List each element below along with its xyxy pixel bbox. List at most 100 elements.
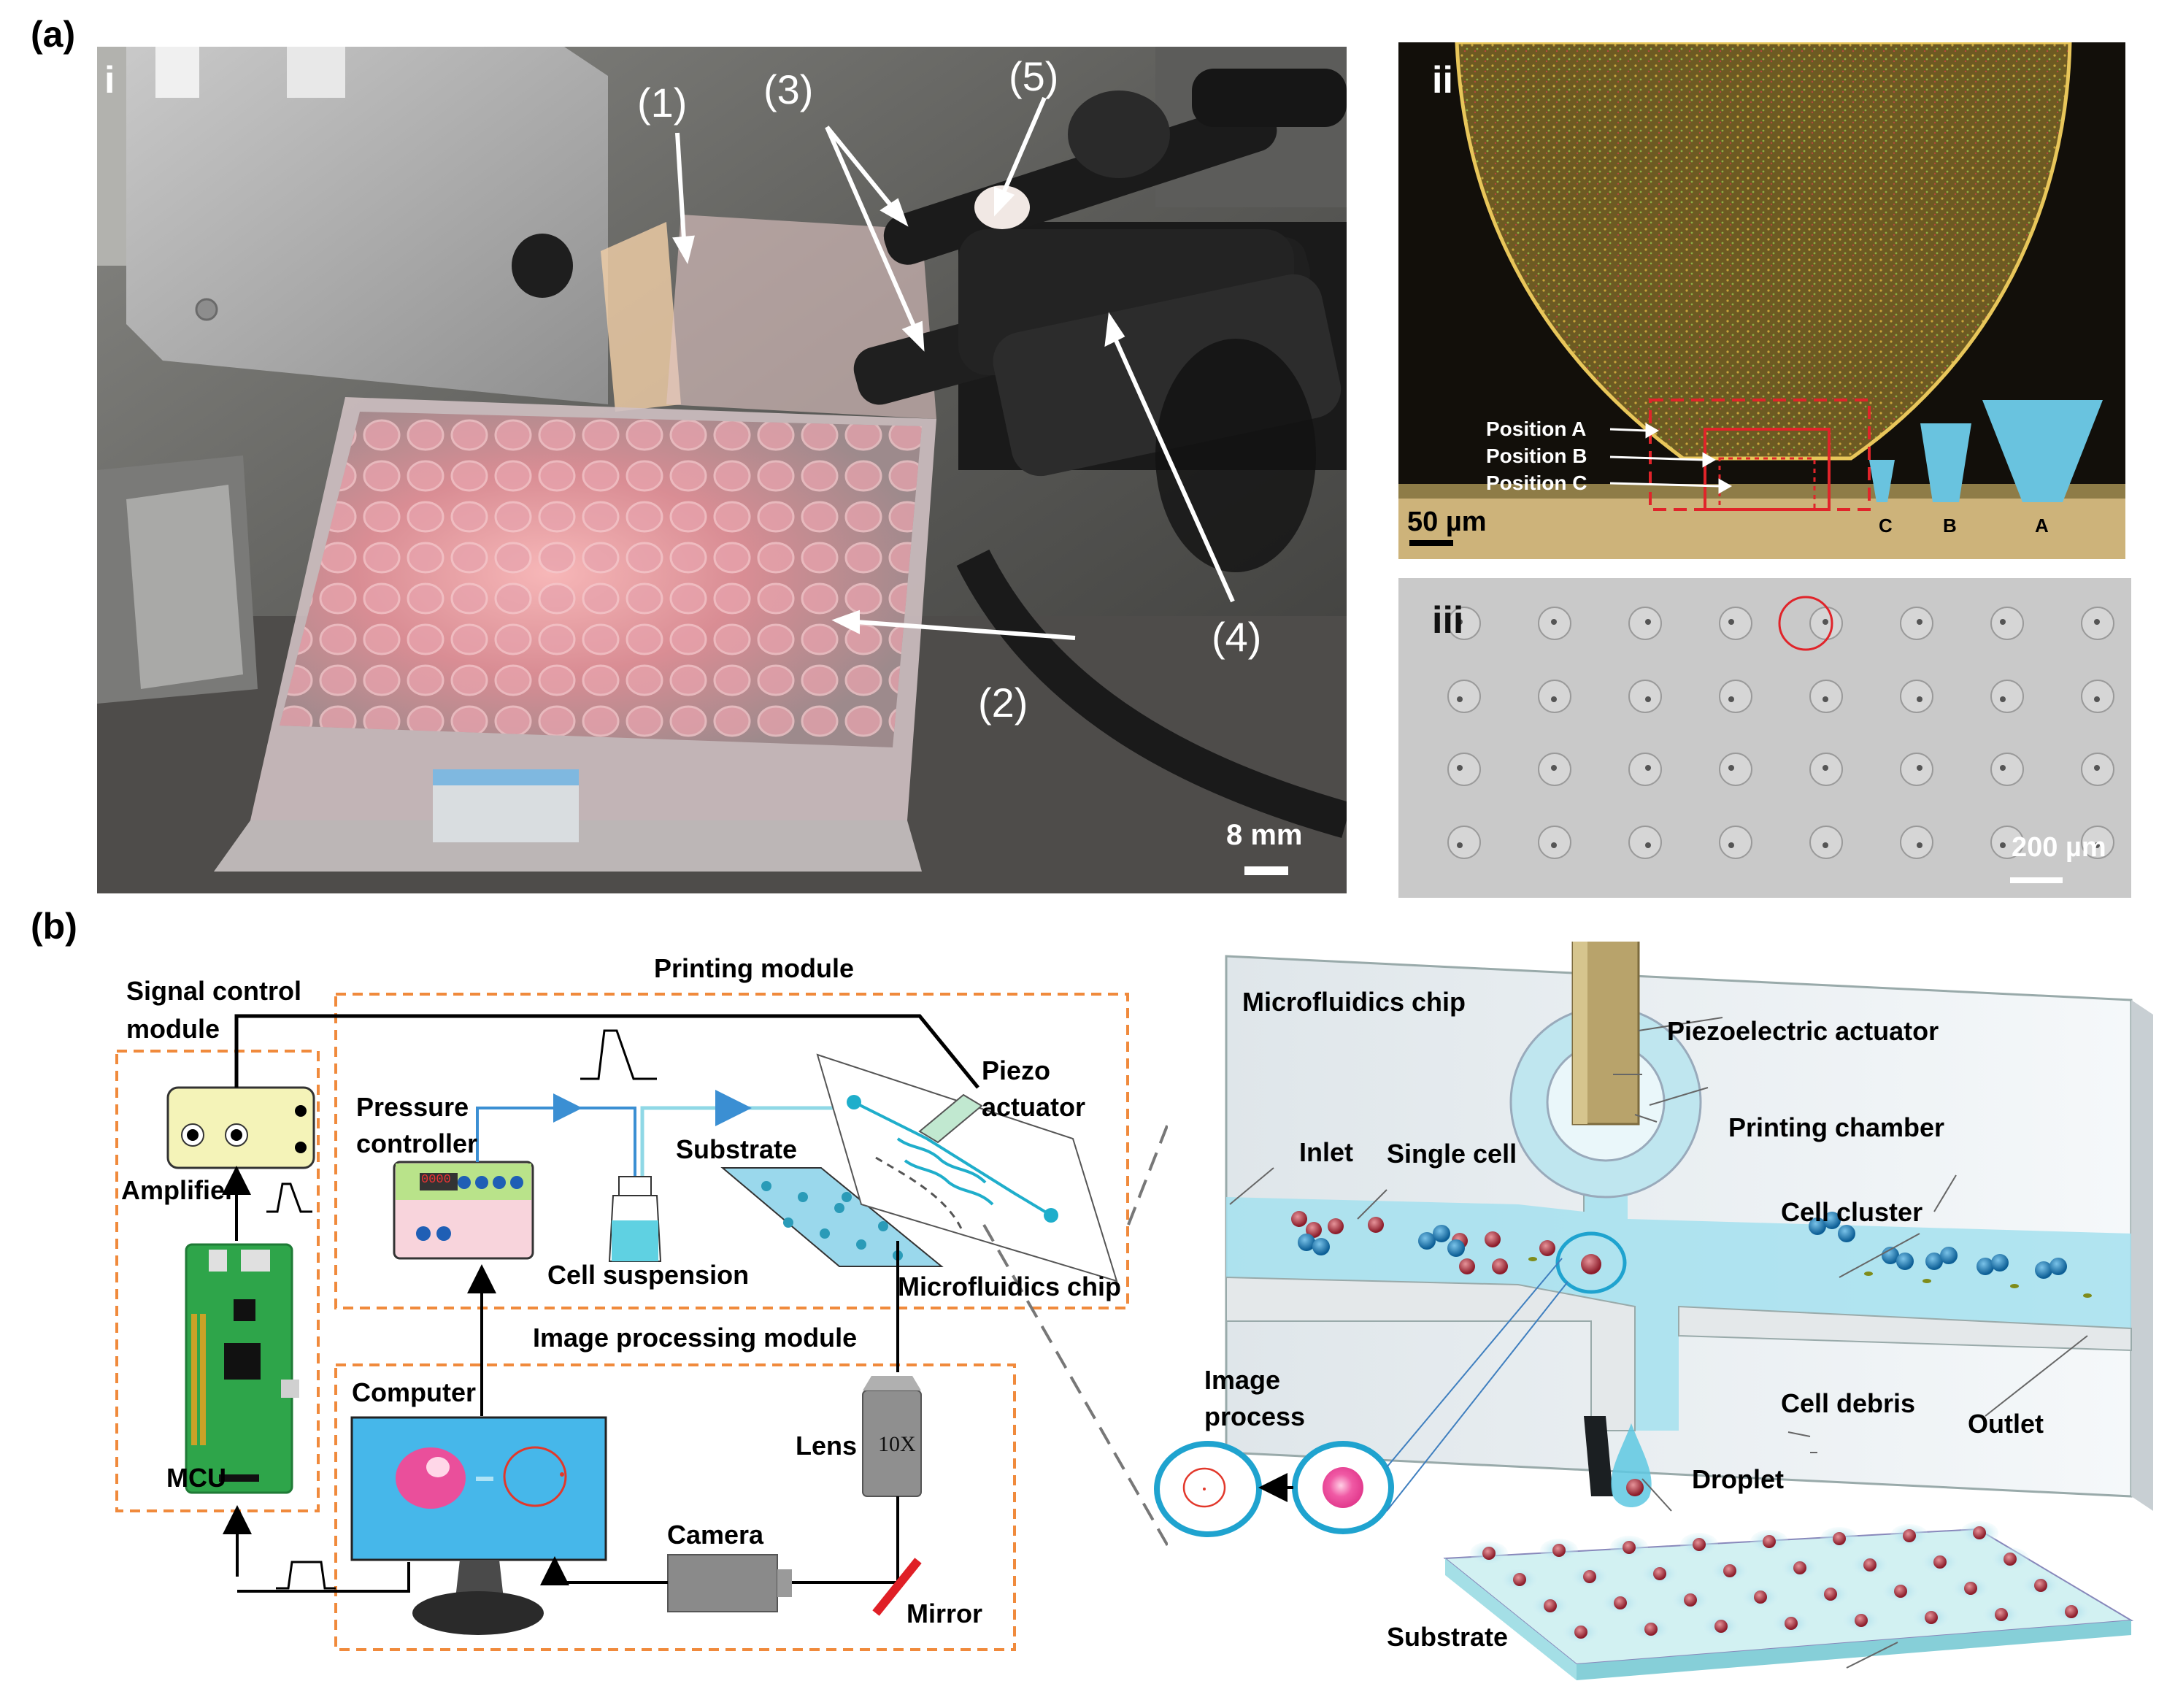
photo-ii (1398, 42, 2125, 559)
printed-cell (1714, 1620, 1728, 1633)
display-code: 0000 (421, 1173, 451, 1187)
cell-debris (2083, 1293, 2092, 1298)
computer-monitor (350, 1416, 607, 1561)
inlet-label: Inlet (1299, 1137, 1354, 1167)
cell-debris (1864, 1272, 1873, 1276)
microwell (1900, 607, 1933, 640)
printed-cell (1824, 1588, 1837, 1601)
printed-cell (1754, 1590, 1767, 1604)
position-b-label: Position B (1486, 445, 1587, 467)
substrate-droplet (842, 1192, 852, 1202)
image-processing-module-label: Image processing module (533, 1323, 858, 1353)
cell-cluster-member (1312, 1238, 1330, 1255)
photo-i (97, 47, 1347, 893)
red-cell (1328, 1218, 1344, 1234)
microwell (1990, 680, 2024, 713)
cell-cluster-member (1977, 1258, 1994, 1275)
callout-3: (3) (763, 66, 814, 112)
microwell (1538, 680, 1571, 713)
substrate-droplet (820, 1228, 830, 1239)
shape-c-label: C (1879, 515, 1893, 536)
image-processing-box (334, 1363, 1016, 1651)
single-cell-dot (1457, 619, 1463, 625)
red-cell (1492, 1258, 1508, 1274)
microwell (1809, 680, 1843, 713)
printed-cell (1855, 1614, 1868, 1627)
microwell (1628, 607, 1662, 640)
red-cell (1539, 1240, 1555, 1256)
red-cell (1485, 1231, 1501, 1247)
panel-a-label: (a) (31, 14, 76, 55)
photo-i-label: i (104, 59, 115, 101)
photo-ii-label: ii (1432, 59, 1453, 101)
single-cell-dot (1822, 619, 1828, 625)
single-cell-dot (2094, 619, 2100, 625)
printed-cell (1785, 1617, 1798, 1630)
cell-cluster-member (1925, 1253, 1943, 1270)
callout-4: (4) (1212, 614, 1262, 660)
red-cell (1306, 1222, 1322, 1238)
microwell (1900, 680, 1933, 713)
pressure-controller-label: Pressure controller (356, 1092, 478, 1158)
printed-cell (1644, 1623, 1658, 1636)
single-cell-dot (1728, 765, 1734, 771)
printed-cell (1995, 1608, 2008, 1621)
printed-cell (1973, 1526, 1986, 1539)
single-cell-dot (1645, 696, 1651, 702)
printed-cell (1574, 1626, 1587, 1639)
single-cell-dot (1551, 619, 1557, 625)
amplifier-label: Amplifier (121, 1175, 236, 1205)
callout-5: (5) (1009, 53, 1059, 99)
callout-2: (2) (978, 680, 1028, 726)
computer-label: Computer (352, 1377, 476, 1407)
substrate-droplet (856, 1239, 866, 1250)
printed-cell (1693, 1538, 1706, 1551)
cell-debris (1922, 1279, 1931, 1283)
substrate-droplet (834, 1203, 844, 1213)
printed-cell (1833, 1532, 1846, 1545)
microwell (1538, 826, 1571, 859)
single-cell-dot (2094, 842, 2100, 848)
cell-cluster-member (1298, 1234, 1315, 1251)
microwell (1447, 826, 1481, 859)
highlighted-well (1778, 596, 1833, 651)
piezo-actuator-label: Piezo actuator (982, 1055, 1086, 1122)
microwell (1447, 753, 1481, 786)
single-cell-dot (1645, 842, 1651, 848)
scale-bar-ii-label: 50 µm (1407, 507, 1487, 537)
printed-cell (1513, 1573, 1526, 1586)
substrate-plate (720, 1167, 944, 1267)
cell-debris-label: Cell debris (1781, 1388, 1916, 1418)
printed-cell (1903, 1529, 1916, 1542)
single-cell-dot (1728, 842, 1734, 848)
printing-box (334, 993, 1129, 1309)
red-cell (1291, 1211, 1307, 1227)
microwell (1628, 753, 1662, 786)
printed-cell (1684, 1593, 1697, 1607)
single-cell-dot (1728, 696, 1734, 702)
cell-cluster-member (2049, 1258, 2067, 1275)
single-cell-dot (2000, 765, 2006, 771)
cell-debris (2010, 1284, 2019, 1288)
single-cell-dot (2000, 842, 2006, 848)
position-a-label: Position A (1486, 418, 1587, 440)
shape-a-label: A (2035, 515, 2049, 536)
cell-cluster-member (1433, 1225, 1450, 1242)
single-cell-dot (1822, 842, 1828, 848)
camera-label: Camera (667, 1520, 764, 1550)
printed-cell (2034, 1579, 2047, 1592)
single-cell-dot (2094, 765, 2100, 771)
microwell (1719, 826, 1752, 859)
cell-cluster-member (1447, 1239, 1465, 1257)
printed-cell (1763, 1535, 1776, 1548)
single-cell-dot (2000, 696, 2006, 702)
photo-iii (1398, 578, 2131, 898)
cell-cluster-member (1896, 1253, 1914, 1270)
printed-cell (2004, 1553, 2017, 1566)
shape-b-label: B (1943, 515, 1957, 536)
cell-cluster-member (1418, 1232, 1436, 1250)
microwell (1990, 753, 2024, 786)
printed-cell (1482, 1547, 1496, 1560)
system-schematic (115, 993, 1168, 1651)
chip-title-label: Microfluidics chip (1242, 987, 1466, 1017)
